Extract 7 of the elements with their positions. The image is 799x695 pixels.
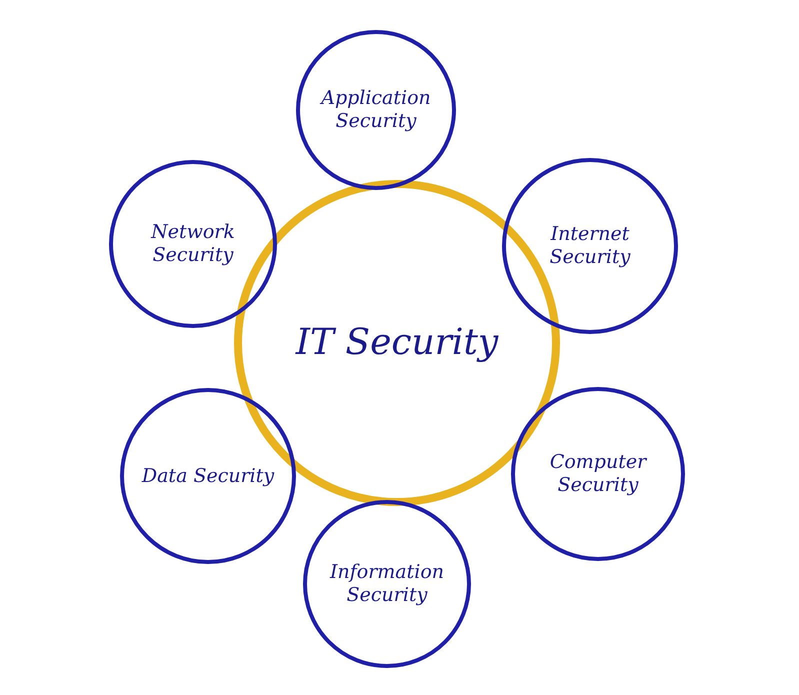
- topic-label: Data Security: [140, 464, 276, 488]
- topic-label: Internet Security: [548, 223, 632, 269]
- topic-label: Application Security: [318, 87, 432, 133]
- topic-label: Computer Security: [548, 451, 648, 497]
- center-title: IT Security: [294, 321, 500, 365]
- topic-label: Network Security: [150, 221, 236, 267]
- topic-label: Information Security: [328, 561, 446, 607]
